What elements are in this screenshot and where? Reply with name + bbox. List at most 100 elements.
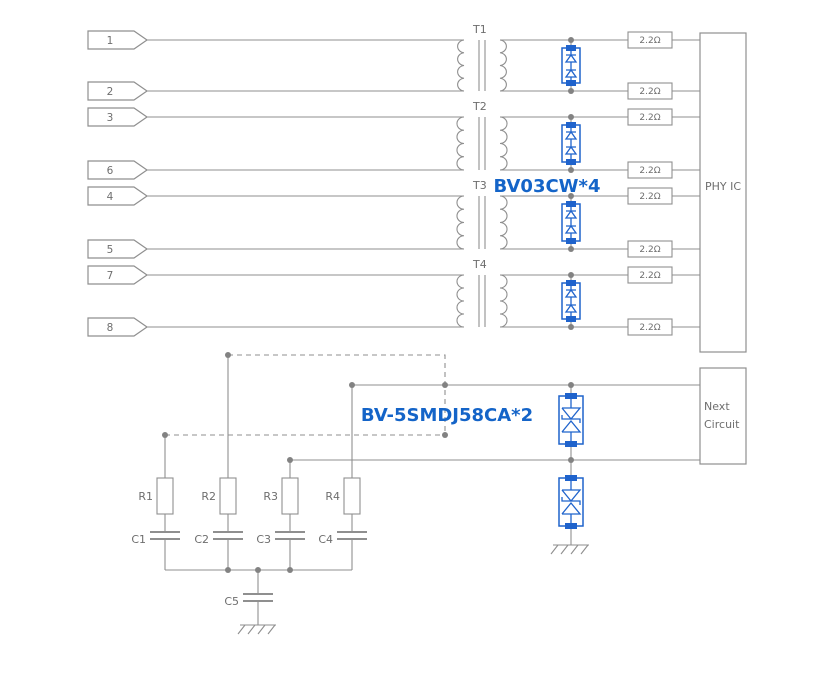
capacitor-label: C4	[318, 533, 333, 546]
resistor-body	[627, 187, 673, 205]
capacitor-c4: C4	[318, 531, 367, 546]
pin-6: 6	[87, 160, 149, 180]
tvs-diode-part-label: BV-5SMDJ58CA*2	[361, 405, 533, 426]
pin-label: 2	[107, 86, 114, 98]
transformer-t4: T4	[456, 258, 508, 328]
tvs-array-pad	[566, 238, 576, 244]
resistor-label: R3	[263, 490, 278, 503]
tvs-array-2	[561, 117, 581, 170]
pin-label: 7	[107, 270, 114, 282]
resistor-body	[627, 161, 673, 179]
capacitor-plates	[150, 531, 180, 540]
tvs-array-pad	[566, 159, 576, 165]
pin-8: 8	[87, 317, 149, 337]
tvs-diode-2	[558, 475, 584, 529]
junction-dot	[442, 432, 448, 438]
tvs-array-pad	[566, 80, 576, 86]
connector-pins: 1 2 3 6 4 5 7 8	[87, 30, 149, 337]
series-resistor: 2.2Ω	[627, 108, 673, 126]
tvs-array-pad	[566, 45, 576, 51]
transformer-t1: T1	[457, 23, 507, 92]
junction-dot	[568, 272, 574, 278]
resistor-value: 2.2Ω	[639, 245, 660, 255]
pin-label: 4	[107, 191, 114, 203]
phy-ic-body	[699, 32, 747, 353]
primary-coil	[456, 116, 465, 171]
resistor-body	[219, 477, 237, 515]
tvs-diode-symbol	[561, 478, 582, 526]
tvs-diode-pad	[565, 475, 577, 481]
pin-label: 1	[107, 35, 114, 47]
transformer-label: T4	[472, 258, 487, 271]
phy-ic-block: PHY IC	[699, 32, 747, 353]
pin-4: 4	[87, 186, 149, 206]
junction-dot	[568, 114, 574, 120]
resistor-label: R2	[201, 490, 216, 503]
series-resistor: 2.2Ω	[627, 82, 673, 100]
pin-shape	[87, 186, 149, 206]
resistor-body	[343, 477, 361, 515]
junction-dot	[568, 167, 574, 173]
transformer-label: T2	[472, 100, 487, 113]
pin-label: 5	[107, 244, 114, 256]
primary-coil	[456, 195, 465, 250]
pin-shape	[87, 81, 149, 101]
series-resistor: 2.2Ω	[627, 187, 673, 205]
capacitor-label: C3	[256, 533, 271, 546]
phy-ic-label: PHY IC	[705, 180, 741, 193]
capacitor-label: C5	[224, 595, 239, 608]
primary-coil	[456, 274, 465, 328]
resistor-body	[627, 240, 673, 258]
pin-2: 2	[87, 81, 149, 101]
tvs-array-4	[561, 275, 581, 327]
secondary-coil	[499, 116, 508, 171]
series-resistor: 2.2Ω	[627, 161, 673, 179]
capacitor-plates	[337, 531, 367, 540]
secondary-coil	[499, 274, 508, 328]
pin-shape	[87, 107, 149, 127]
series-resistors: 2.2Ω 2.2Ω 2.2Ω 2.2Ω 2.2Ω 2.2Ω 2.2Ω 2.2Ω	[627, 31, 673, 336]
capacitor-plates	[275, 531, 305, 540]
resistor-body	[627, 318, 673, 336]
termination-resistor-r1: R1	[138, 477, 174, 515]
secondary-coil	[499, 195, 508, 250]
tvs-array-pad	[566, 201, 576, 207]
center-tap-rail-wires	[290, 384, 700, 461]
pin-shape	[87, 265, 149, 285]
termination-resistor-r3: R3	[263, 477, 299, 515]
resistor-value: 2.2Ω	[639, 36, 660, 46]
series-resistor: 2.2Ω	[627, 31, 673, 49]
resistor-value: 2.2Ω	[639, 113, 660, 123]
capacitor-plates	[213, 531, 243, 540]
resistor-body	[156, 477, 174, 515]
resistor-body	[627, 82, 673, 100]
pin-to-transformer-wires	[147, 39, 464, 328]
junction-dot	[568, 246, 574, 252]
resistor-value: 2.2Ω	[639, 271, 660, 281]
capacitor-c1: C1	[131, 531, 180, 546]
next-circuit-body	[699, 367, 747, 465]
ground-glyph	[237, 624, 276, 635]
junction-dot	[349, 382, 355, 388]
core-lines	[478, 40, 486, 91]
series-resistor: 2.2Ω	[627, 240, 673, 258]
tvs-diode-pad	[565, 523, 577, 529]
resistor-body	[627, 266, 673, 284]
core-lines	[478, 117, 486, 170]
tvs-diode-pad	[565, 441, 577, 447]
pin-label: 8	[107, 322, 114, 334]
junction-dots	[162, 37, 574, 573]
resistor-label: R1	[138, 490, 153, 503]
junction-dot	[287, 567, 293, 573]
transformer-to-phy-wires	[500, 39, 700, 328]
primary-coil	[457, 39, 465, 92]
tvs-diode-pad	[565, 393, 577, 399]
ground-glyph	[550, 544, 589, 555]
ground-symbol-tvs	[550, 544, 589, 555]
transformer-t2: T2	[456, 100, 508, 171]
junction-dot	[225, 352, 231, 358]
ground-symbol-c5	[237, 624, 276, 635]
capacitor-c5: C5	[224, 593, 273, 608]
tvs-array-pad	[566, 122, 576, 128]
